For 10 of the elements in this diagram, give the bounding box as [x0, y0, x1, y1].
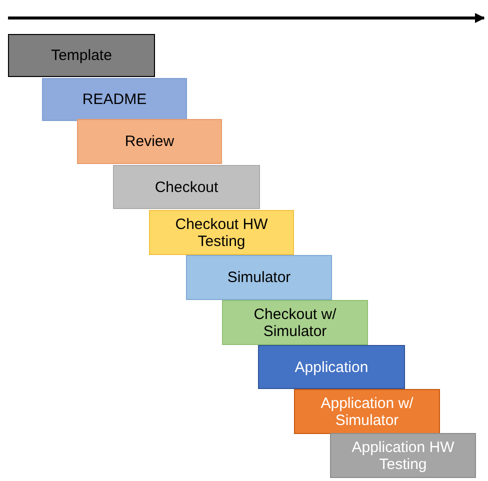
phase-box: Template: [8, 34, 155, 77]
phase-box: Application w/ Simulator: [294, 389, 440, 434]
phase-box: Checkout: [113, 165, 260, 209]
phase-box: Checkout HW Testing: [149, 210, 294, 255]
phase-box: Application: [258, 345, 405, 389]
phase-box: Simulator: [186, 255, 332, 300]
phase-box: Review: [77, 119, 222, 164]
phase-box: Application HW Testing: [330, 433, 476, 478]
phase-box: Checkout w/ Simulator: [222, 300, 368, 345]
phase-box: README: [42, 78, 187, 121]
